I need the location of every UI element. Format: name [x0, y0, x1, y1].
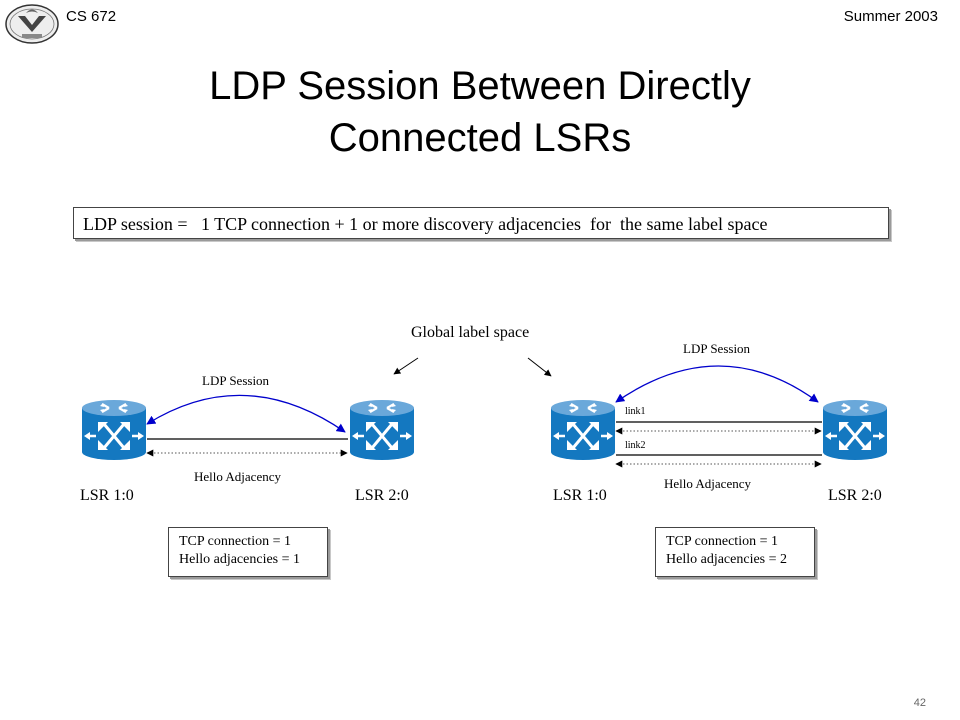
university-logo	[4, 2, 60, 51]
ldp-session-arrow	[615, 365, 819, 403]
link2-label: link2	[625, 440, 646, 451]
title-line-2: Connected LSRs	[328, 116, 632, 160]
course-label: CS 672	[66, 8, 117, 25]
right-router-a-label: LSR 1:0	[553, 487, 607, 504]
left-session-label: LDP Session	[202, 373, 270, 388]
right-adjacency-label: Hello Adjacency	[664, 476, 751, 491]
router-icon	[80, 398, 148, 462]
tcp-count: TCP connection = 1	[179, 534, 291, 549]
router-icon	[821, 398, 889, 462]
hello-count: Hello adjacencies = 1	[179, 552, 301, 567]
left-router-b-label: LSR 2:0	[355, 487, 409, 504]
left-adjacency-label: Hello Adjacency	[194, 469, 281, 484]
hello-count: Hello adjacencies = 2	[666, 552, 788, 567]
page-number: 42	[913, 697, 926, 709]
definition-box: LDP session = 1 TCP connection + 1 or mo…	[73, 207, 889, 239]
router-icon	[549, 398, 617, 462]
global-arrow-right	[527, 357, 552, 377]
left-count-box: TCP connection = 1 Hello adjacencies = 1	[168, 527, 328, 577]
global-arrow-left	[393, 357, 419, 375]
router-icon	[348, 398, 416, 462]
right-count-box: TCP connection = 1 Hello adjacencies = 2	[655, 527, 815, 577]
title-line-1: LDP Session Between Directly	[209, 64, 751, 108]
right-session-label: LDP Session	[683, 341, 751, 356]
right-router-b-label: LSR 2:0	[828, 487, 882, 504]
term-label: Summer 2003	[843, 8, 938, 25]
ldp-session-arrow	[146, 394, 346, 433]
tcp-count: TCP connection = 1	[666, 534, 778, 549]
left-router-a-label: LSR 1:0	[80, 487, 134, 504]
global-label-space: Global label space	[411, 324, 530, 341]
link1-label: link1	[625, 406, 646, 417]
logo-emblem-icon	[5, 4, 59, 44]
slide-title: LDP Session Between Directly Connected L…	[0, 60, 960, 164]
